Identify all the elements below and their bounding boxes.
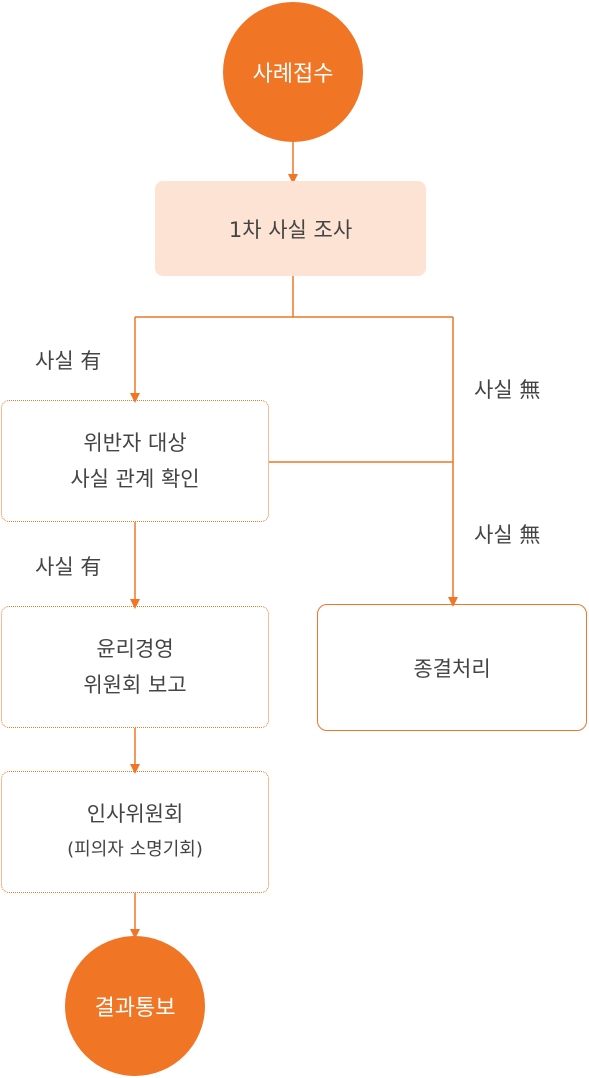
start-node-label: 사례접수 bbox=[252, 62, 334, 87]
hr-committee-line2: (피의자 소명기회) bbox=[67, 839, 203, 860]
close-case-label: 종결처리 bbox=[413, 656, 491, 681]
fact-no-label-2: 사실 無 bbox=[474, 523, 541, 547]
close-case-node: 종결처리 bbox=[317, 604, 587, 731]
verify-facts-node: 위반자 대상 사실 관계 확인 bbox=[1, 400, 269, 522]
first-investigation-label: 1차 사실 조사 bbox=[228, 217, 353, 242]
result-notice-node: 결과통보 bbox=[65, 936, 205, 1076]
start-node: 사례접수 bbox=[223, 2, 363, 142]
ethics-committee-line2: 위원회 보고 bbox=[83, 673, 187, 697]
ethics-committee-node: 윤리경영 위원회 보고 bbox=[1, 606, 269, 728]
first-investigation-node: 1차 사실 조사 bbox=[155, 181, 426, 276]
ethics-committee-line1: 윤리경영 bbox=[96, 637, 174, 661]
result-notice-label: 결과통보 bbox=[94, 996, 176, 1021]
hr-committee-node: 인사위원회 (피의자 소명기회) bbox=[1, 771, 269, 893]
fact-yes-label-2: 사실 有 bbox=[35, 555, 102, 579]
fact-yes-label: 사실 有 bbox=[35, 349, 102, 373]
hr-committee-line1: 인사위원회 bbox=[86, 802, 184, 826]
fact-no-label: 사실 無 bbox=[474, 378, 541, 402]
verify-facts-line2: 사실 관계 확인 bbox=[70, 467, 200, 491]
verify-facts-line1: 위반자 대상 bbox=[83, 431, 187, 455]
